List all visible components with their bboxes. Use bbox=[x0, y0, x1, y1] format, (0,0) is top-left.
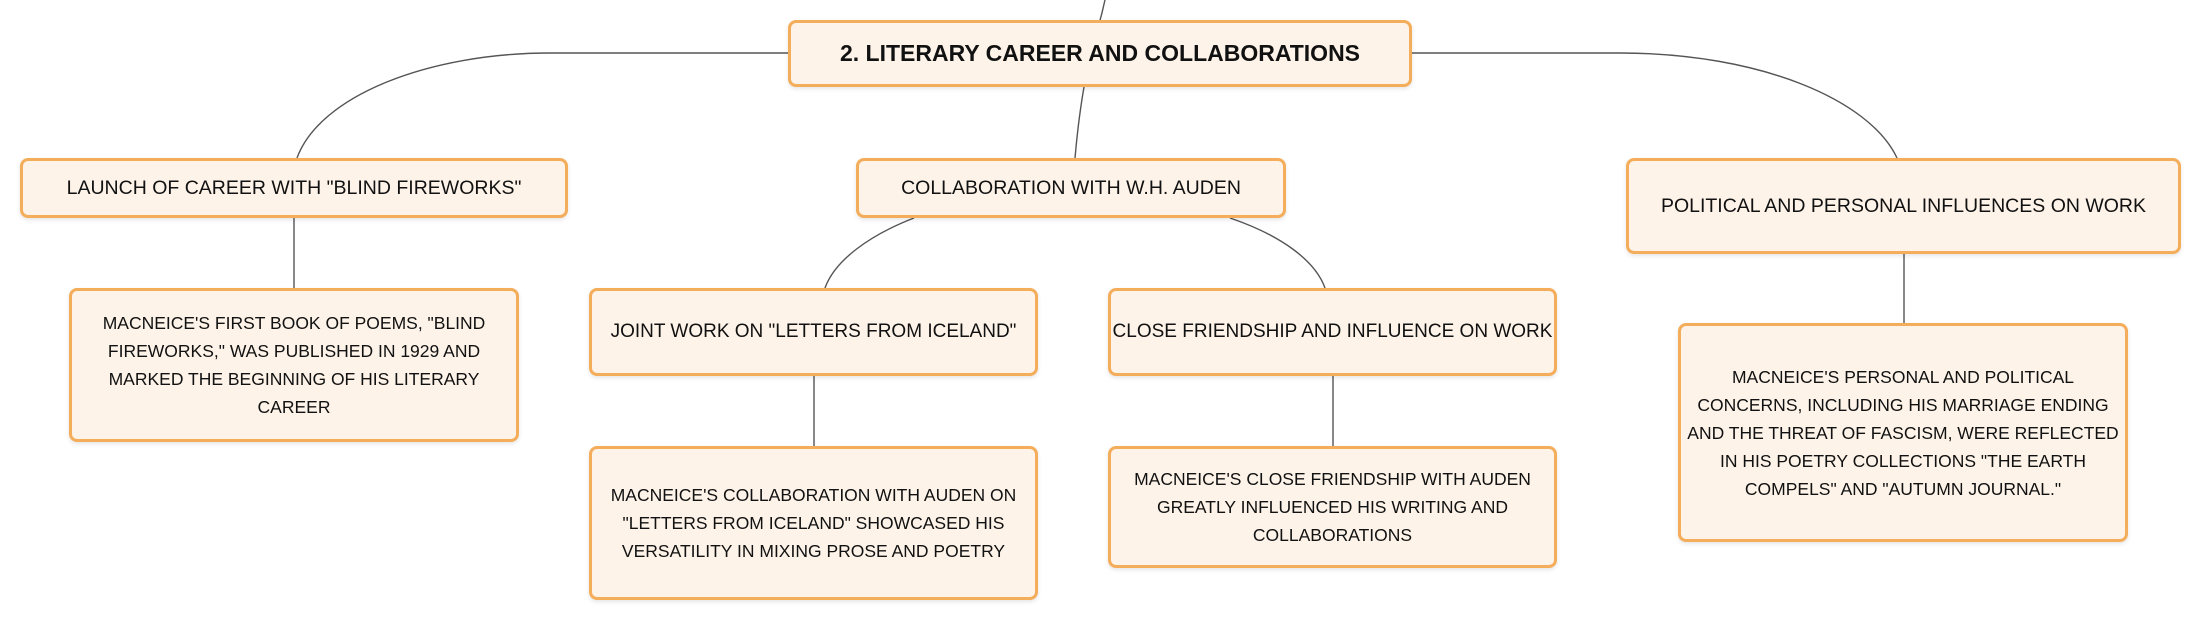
political-detail-node[interactable]: MACNEICE'S PERSONAL AND POLITICAL CONCER… bbox=[1678, 323, 2128, 542]
friendship-detail-text: MACNEICE'S CLOSE FRIENDSHIP WITH AUDEN G… bbox=[1134, 469, 1531, 545]
branch-launch-label: LAUNCH OF CAREER WITH "BLIND FIREWORKS" bbox=[66, 176, 522, 199]
launch-detail-text: MACNEICE'S FIRST BOOK OF POEMS, "BLIND F… bbox=[102, 313, 486, 417]
root-topic-label: 2. LITERARY CAREER AND COLLABORATIONS bbox=[839, 40, 1361, 66]
connector-auden-to-friendship bbox=[1229, 217, 1326, 289]
iceland-topic-node[interactable]: JOINT WORK ON "LETTERS FROM ICELAND" bbox=[589, 288, 1038, 376]
friendship-detail-node[interactable]: MACNEICE'S CLOSE FRIENDSHIP WITH AUDEN G… bbox=[1108, 446, 1557, 568]
iceland-topic-label: JOINT WORK ON "LETTERS FROM ICELAND" bbox=[610, 321, 1017, 342]
iceland-detail-text: MACNEICE'S COLLABORATION WITH AUDEN ON "… bbox=[610, 485, 1017, 561]
friendship-topic-node[interactable]: CLOSE FRIENDSHIP AND INFLUENCE ON WORK bbox=[1108, 288, 1557, 376]
branch-launch-node[interactable]: LAUNCH OF CAREER WITH "BLIND FIREWORKS" bbox=[20, 158, 568, 218]
branch-political-label: POLITICAL AND PERSONAL INFLUENCES ON WOR… bbox=[1660, 194, 2147, 217]
political-detail-text: MACNEICE'S PERSONAL AND POLITICAL CONCER… bbox=[1687, 366, 2119, 499]
branch-auden-node[interactable]: COLLABORATION WITH W.H. AUDEN bbox=[856, 158, 1286, 218]
connector-root-to-launch bbox=[296, 52, 790, 159]
connector-root-to-auden bbox=[1074, 86, 1085, 159]
launch-detail-node[interactable]: MACNEICE'S FIRST BOOK OF POEMS, "BLIND F… bbox=[69, 288, 519, 442]
connector-root-to-political bbox=[1412, 52, 1898, 159]
iceland-detail-node[interactable]: MACNEICE'S COLLABORATION WITH AUDEN ON "… bbox=[589, 446, 1038, 600]
connector-auden-to-iceland bbox=[824, 217, 915, 289]
root-topic-node[interactable]: 2. LITERARY CAREER AND COLLABORATIONS bbox=[788, 20, 1412, 87]
branch-auden-label: COLLABORATION WITH W.H. AUDEN bbox=[901, 176, 1241, 199]
branch-political-node[interactable]: POLITICAL AND PERSONAL INFLUENCES ON WOR… bbox=[1626, 158, 2181, 254]
connector-parent-to-root bbox=[1099, 0, 1106, 21]
friendship-topic-label: CLOSE FRIENDSHIP AND INFLUENCE ON WORK bbox=[1112, 321, 1553, 342]
